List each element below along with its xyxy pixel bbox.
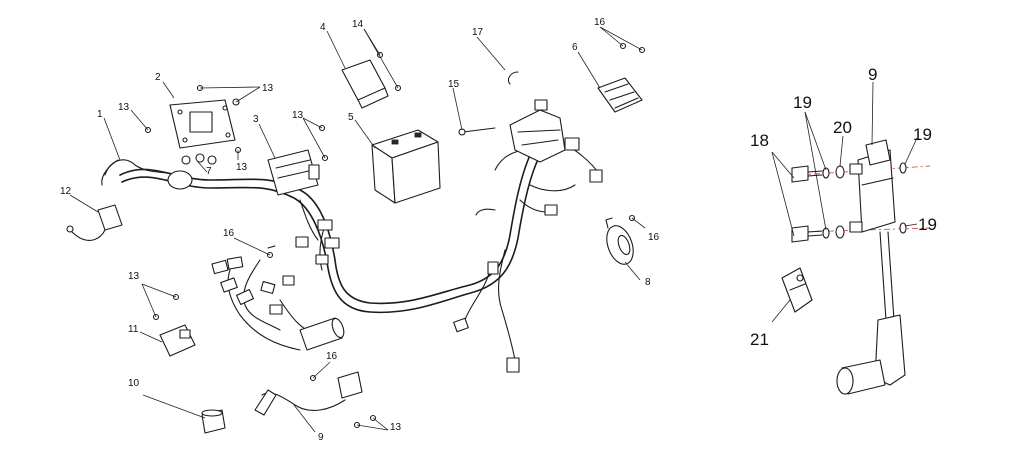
callout-8: 8 — [645, 277, 651, 288]
part-17-clip — [507, 71, 519, 85]
callout-16b: 16 — [648, 232, 660, 243]
callout-12: 12 — [60, 186, 72, 197]
detail-callout-19a: 19 — [793, 93, 812, 112]
callout-2: 2 — [155, 72, 161, 83]
callout-13c: 13 — [236, 162, 248, 173]
callout-5: 5 — [348, 112, 354, 123]
main-wiring-harness — [101, 99, 603, 373]
callout-numbers: 1 2 3 4 5 6 7 8 9 10 11 12 13 13 13 13 1… — [60, 17, 937, 443]
part-12-sensor — [66, 204, 123, 241]
detail-callout-19c: 19 — [918, 215, 937, 234]
callout-15: 15 — [448, 79, 460, 90]
detail-callout-20: 20 — [833, 118, 852, 137]
callout-10: 10 — [128, 378, 140, 389]
callout-16c: 16 — [223, 228, 235, 239]
leader-lines — [69, 26, 918, 433]
callout-6: 6 — [572, 42, 578, 53]
detail-callout-19b: 19 — [913, 125, 932, 144]
callout-4: 4 — [320, 22, 326, 33]
callout-16a: 16 — [594, 17, 606, 28]
part-10-cap — [201, 409, 226, 434]
callout-13e: 13 — [128, 271, 140, 282]
detail-callout-21: 21 — [750, 330, 769, 349]
part-4-relay — [341, 59, 389, 109]
part-9-ignition-coil-main — [254, 371, 363, 416]
callout-17: 17 — [472, 27, 484, 38]
callout-13d: 13 — [292, 110, 304, 121]
callout-13a: 13 — [262, 83, 274, 94]
part-6-fuse-box — [597, 77, 643, 113]
part-5-battery — [371, 129, 441, 204]
part-2-bracket — [169, 99, 236, 149]
part-7-nuts — [181, 153, 217, 165]
part-11-regulator — [159, 324, 196, 357]
callout-11: 11 — [128, 324, 139, 335]
detail-ignition-coil-view — [781, 139, 931, 395]
part-3-control-unit — [267, 149, 320, 196]
callout-3: 3 — [253, 114, 259, 125]
callout-9: 9 — [318, 432, 324, 443]
callout-13b: 13 — [118, 102, 130, 113]
detail-callout-9: 9 — [868, 65, 877, 84]
part-8-horn — [605, 217, 634, 265]
callout-16d: 16 — [326, 351, 338, 362]
callout-13f: 13 — [390, 422, 402, 433]
callout-1: 1 — [97, 109, 103, 120]
detail-callout-18: 18 — [750, 131, 769, 150]
callout-14: 14 — [352, 19, 364, 30]
callout-7: 7 — [206, 166, 212, 177]
